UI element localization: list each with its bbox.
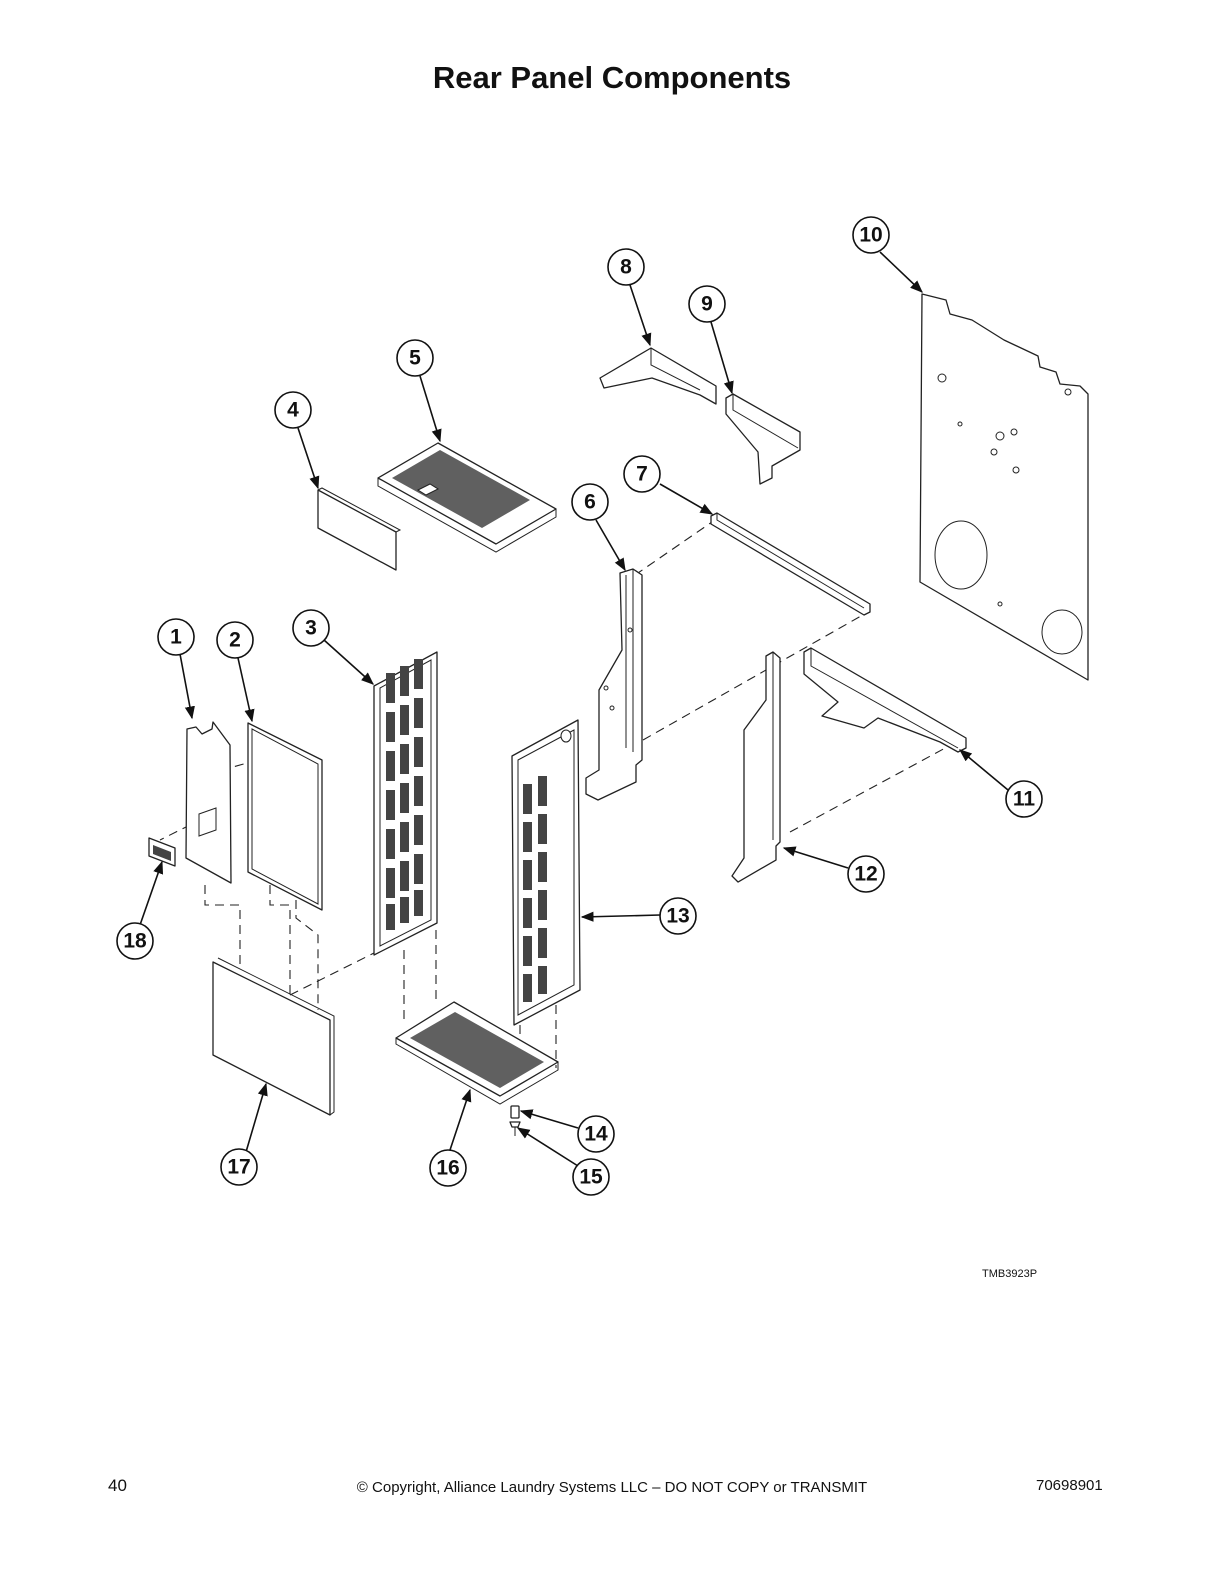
part-2-panel bbox=[247, 722, 323, 911]
callout-18: 18 bbox=[116, 922, 154, 960]
part-17-panel bbox=[212, 957, 335, 1116]
callout-6: 6 bbox=[571, 483, 609, 521]
svg-text:6: 6 bbox=[584, 491, 596, 514]
svg-text:1: 1 bbox=[170, 626, 182, 649]
svg-text:16: 16 bbox=[436, 1157, 459, 1180]
part-6-bracket bbox=[585, 568, 643, 801]
callout-1: 1 bbox=[157, 618, 195, 656]
part-14-spacer bbox=[510, 1105, 520, 1119]
callout-12: 12 bbox=[847, 855, 885, 893]
svg-text:14: 14 bbox=[584, 1123, 608, 1146]
svg-text:4: 4 bbox=[287, 399, 299, 422]
part-1-panel bbox=[185, 721, 232, 884]
callout-11: 11 bbox=[1005, 780, 1043, 818]
svg-text:7: 7 bbox=[636, 463, 648, 486]
leader-lines bbox=[139, 251, 1009, 1167]
part-7-rail bbox=[710, 512, 871, 616]
part-11-bracket bbox=[803, 647, 967, 753]
svg-text:8: 8 bbox=[620, 256, 632, 279]
svg-text:17: 17 bbox=[227, 1156, 250, 1179]
part-9-bracket bbox=[725, 393, 801, 485]
drawing-id: TMB3923P bbox=[982, 1268, 1038, 1280]
callout-3: 3 bbox=[292, 609, 330, 647]
callout-2: 2 bbox=[216, 621, 254, 659]
callout-10: 10 bbox=[852, 216, 890, 254]
callout-17: 17 bbox=[220, 1148, 258, 1186]
svg-text:5: 5 bbox=[409, 347, 421, 370]
svg-text:18: 18 bbox=[123, 930, 147, 953]
page-title: Rear Panel Components bbox=[432, 60, 792, 95]
copyright-notice: © Copyright, Alliance Laundry Systems LL… bbox=[356, 1479, 868, 1496]
part-5-top-panel bbox=[377, 442, 557, 553]
document-number: 70698901 bbox=[1036, 1477, 1103, 1494]
callout-4: 4 bbox=[274, 391, 312, 429]
page-number: 40 bbox=[108, 1476, 127, 1495]
callout-8: 8 bbox=[607, 248, 645, 286]
callout-5: 5 bbox=[396, 339, 434, 377]
part-13-louvered-panel bbox=[511, 719, 581, 1026]
part-18-vent-plate bbox=[148, 837, 176, 867]
callout-14: 14 bbox=[577, 1115, 615, 1153]
part-3-louvered-panel bbox=[373, 651, 438, 956]
callout-9: 9 bbox=[688, 285, 726, 323]
part-12-bracket bbox=[731, 651, 781, 883]
part-16-base-grill bbox=[395, 1001, 559, 1105]
svg-text:2: 2 bbox=[229, 629, 241, 652]
callout-15: 15 bbox=[572, 1158, 610, 1196]
svg-text:13: 13 bbox=[666, 905, 689, 928]
svg-text:9: 9 bbox=[701, 293, 713, 316]
svg-text:10: 10 bbox=[859, 224, 882, 247]
callout-13: 13 bbox=[659, 897, 697, 935]
part-8-bracket bbox=[599, 347, 717, 405]
part-15-screw bbox=[509, 1121, 521, 1136]
part-10-rear-panel bbox=[919, 293, 1089, 681]
svg-text:15: 15 bbox=[579, 1166, 603, 1189]
svg-text:12: 12 bbox=[854, 863, 877, 886]
callout-7: 7 bbox=[623, 455, 661, 493]
part-4-panel bbox=[317, 487, 402, 571]
callout-16: 16 bbox=[429, 1149, 467, 1187]
svg-text:3: 3 bbox=[305, 617, 317, 640]
svg-text:11: 11 bbox=[1013, 788, 1036, 811]
